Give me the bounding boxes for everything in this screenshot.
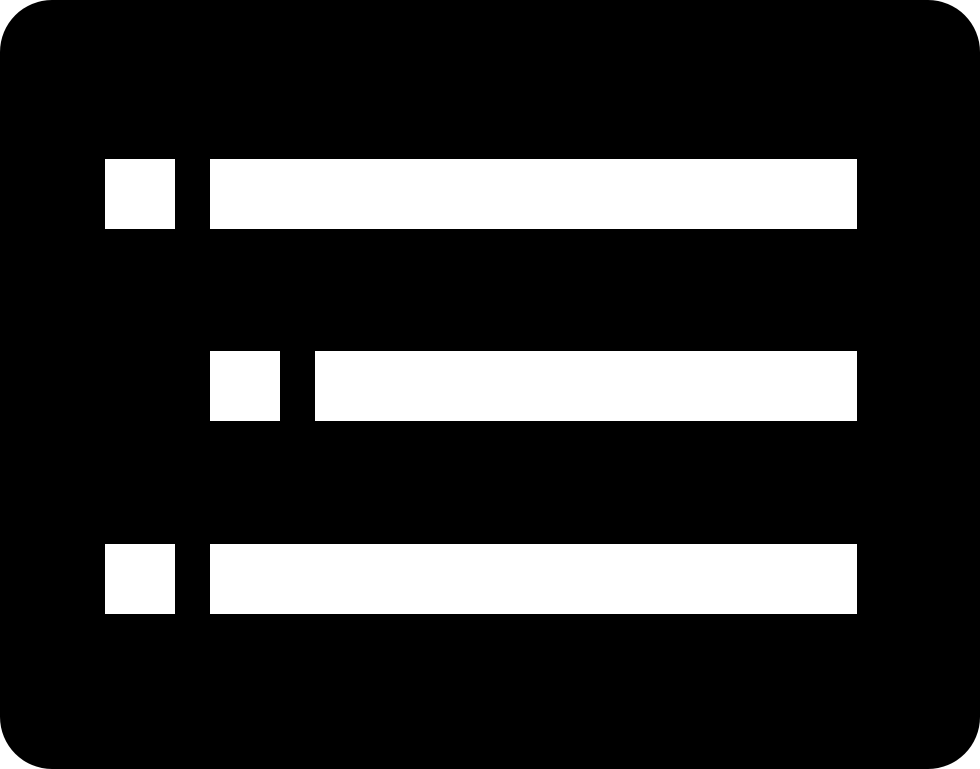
list-bullet: [105, 544, 175, 614]
list-line: [315, 351, 857, 421]
list-line: [210, 159, 857, 229]
list-line: [210, 544, 857, 614]
list-bullet: [210, 351, 280, 421]
list-rows: [105, 159, 857, 614]
list-bullet: [105, 159, 175, 229]
